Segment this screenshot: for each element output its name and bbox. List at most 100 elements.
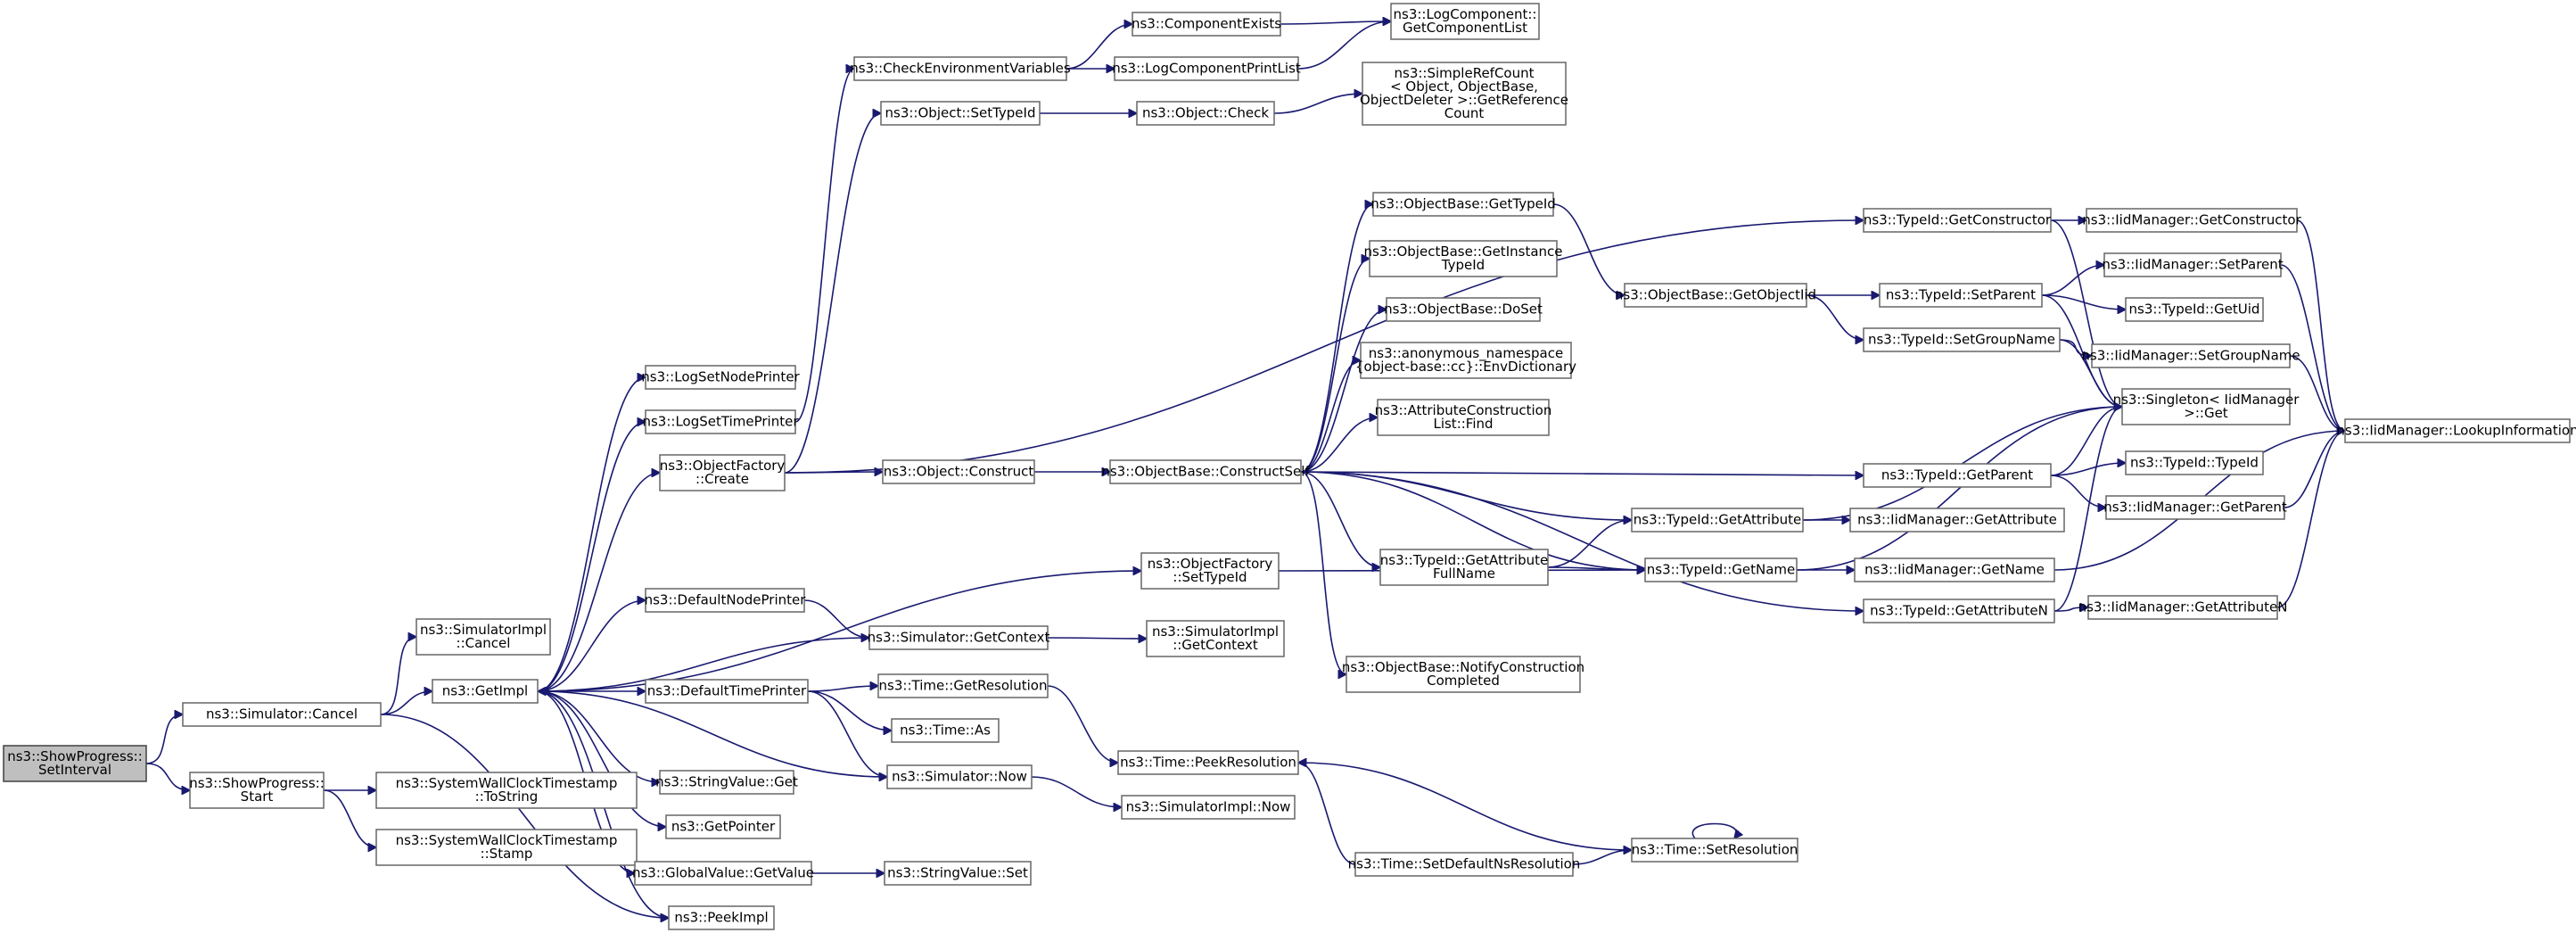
node-label: ns3::Object::Check bbox=[1142, 105, 1269, 121]
node-label: ns3::Time::GetResolution bbox=[879, 678, 1048, 694]
edge-obgetoiid-to-tidsetgroup bbox=[1806, 294, 1864, 340]
node-label: ns3::Object::SetTypeId bbox=[885, 105, 1036, 121]
node-box bbox=[1114, 56, 1299, 81]
edge-tidgetparent-to-iidgetparent bbox=[2050, 475, 2106, 508]
node-label: ns3::ShowProgress:: bbox=[7, 748, 143, 764]
node-timesetdefns: ns3::Time::SetDefaultNsResolution bbox=[1348, 852, 1580, 877]
node-label: ns3::SystemWallClockTimestamp bbox=[396, 832, 618, 848]
node-box bbox=[1863, 599, 2055, 623]
node-iidsetgroup: ns3::IidManager::SetGroupName bbox=[2081, 343, 2300, 368]
node-tidgetctor: ns3::TypeId::GetConstructor bbox=[1863, 208, 2052, 233]
node-label: ::ToString bbox=[475, 789, 539, 805]
node-box bbox=[1377, 399, 1550, 436]
node-box bbox=[1369, 240, 1558, 277]
edge-root-to-spstart bbox=[145, 763, 190, 790]
edge-simgetctx-to-simimplgetctx bbox=[1047, 638, 1147, 639]
node-simnow: ns3::Simulator::Now bbox=[886, 764, 1033, 789]
edge-timesetdefns-to-timepeekres bbox=[1298, 763, 1356, 865]
node-simcancel: ns3::Simulator::Cancel bbox=[182, 702, 382, 727]
node-svset: ns3::StringValue::Set bbox=[884, 861, 1032, 886]
edge-obconstructself-to-tidgetname bbox=[1300, 471, 1645, 570]
edge-getimpl-to-logsetnode bbox=[537, 377, 646, 692]
node-label: ns3::IidManager::GetAttribute bbox=[1857, 512, 2057, 528]
node-label: ns3::LogComponent:: bbox=[1394, 6, 1537, 22]
node-label: ns3::SystemWallClockTimestamp bbox=[396, 775, 618, 791]
edge-obconstructself-to-obgetinst bbox=[1300, 259, 1370, 473]
node-compexists: ns3::ComponentExists bbox=[1132, 12, 1281, 37]
node-label: ns3::ObjectBase::DoSet bbox=[1384, 301, 1543, 318]
node-label: ns3::GetImpl bbox=[442, 683, 528, 699]
node-label: ns3::Simulator::GetContext bbox=[868, 630, 1050, 646]
node-box bbox=[2091, 343, 2291, 368]
edge-simgetctx-to-getimpl bbox=[538, 637, 870, 691]
node-label: ns3::Singleton< IidManager bbox=[2113, 392, 2300, 408]
edge-timesetres-to-timepeekres bbox=[1298, 763, 1633, 851]
node-box bbox=[375, 772, 638, 809]
node-label: ns3::Time::SetResolution bbox=[1632, 842, 1798, 858]
node-label: ns3::ObjectBase::GetTypeId bbox=[1370, 196, 1556, 212]
node-label: ns3::TypeId::SetGroupName bbox=[1868, 332, 2055, 348]
node-box bbox=[1362, 62, 1567, 126]
edge-getimpl-to-ofsettid bbox=[537, 571, 1141, 692]
node-iidgetparent: ns3::IidManager::GetParent bbox=[2103, 495, 2287, 520]
node-box bbox=[1631, 838, 1798, 863]
node-obgetoiid: ns3::ObjectBase::GetObjectIid bbox=[1615, 283, 1816, 308]
edge-obconstructself-to-obdoset bbox=[1300, 310, 1387, 473]
edge-tidgetname-to-singleton bbox=[1796, 407, 2122, 571]
node-iidlookup: ns3::IidManager::LookupInformation bbox=[2336, 418, 2576, 443]
node-label: ns3::LogSetNodePrinter bbox=[641, 369, 800, 385]
edge-obconstructself-to-anonenv bbox=[1300, 360, 1361, 473]
node-label: Count bbox=[1444, 105, 1485, 121]
node-box bbox=[182, 702, 382, 727]
node-defnode: ns3::DefaultNodePrinter bbox=[645, 588, 807, 613]
node-box bbox=[1863, 463, 2052, 488]
node-label: ns3::TypeId::GetAttributeN bbox=[1870, 603, 2048, 619]
edge-tidsetparent-to-iidsetparent bbox=[2041, 265, 2104, 296]
node-deftime: ns3::DefaultTimePrinter bbox=[645, 679, 809, 704]
node-box bbox=[853, 56, 1067, 81]
edge-deftime-to-timeas bbox=[807, 690, 892, 731]
edge-simcancel-to-peekimpl bbox=[380, 714, 669, 918]
node-box bbox=[645, 409, 796, 434]
node-obdoset: ns3::ObjectBase::DoSet bbox=[1384, 297, 1543, 322]
edge-iidsetparent-to-iidlookup bbox=[2280, 264, 2345, 431]
node-label: ns3::SimulatorImpl bbox=[420, 622, 547, 638]
node-objcheck: ns3::Object::Check bbox=[1136, 101, 1275, 126]
node-label: ns3::IidManager::SetParent bbox=[2102, 257, 2283, 273]
edge-obconstructself-to-tidgetattrn bbox=[1300, 471, 1864, 611]
node-label: ns3::IidManager::GetAttributeN bbox=[2078, 599, 2288, 615]
node-box bbox=[882, 459, 1035, 484]
node-box bbox=[1849, 508, 2065, 533]
edge-obconstructself-to-attrfind bbox=[1300, 417, 1378, 473]
node-label: ns3::DefaultNodePrinter bbox=[645, 592, 807, 608]
node-peekimpl: ns3::PeekImpl bbox=[668, 905, 775, 930]
node-tidgetname: ns3::TypeId::GetName bbox=[1644, 557, 1798, 582]
node-box bbox=[2086, 208, 2298, 233]
node-box bbox=[668, 905, 775, 930]
node-label: ns3::SimulatorImpl bbox=[1152, 623, 1279, 640]
edge-deftime-to-simnow bbox=[807, 690, 887, 777]
edge-tidgetattrn-to-singleton bbox=[2053, 407, 2122, 612]
edge-tidgetparent-to-singleton bbox=[2050, 407, 2122, 476]
node-logsettime: ns3::LogSetTimePrinter bbox=[642, 409, 799, 434]
edge-iidgetctor-to-iidlookup bbox=[2296, 219, 2345, 431]
edge-tidsetparent-to-tidgetuid bbox=[2041, 294, 2126, 310]
node-label: {object-base::cc}::EnvDictionary bbox=[1355, 359, 1576, 375]
node-label: ns3::StringValue::Get bbox=[655, 774, 798, 790]
node-box bbox=[1140, 552, 1280, 590]
node-label: ns3::TypeId::TypeId bbox=[2130, 455, 2259, 471]
node-label: ns3::LogSetTimePrinter bbox=[642, 414, 799, 430]
node-swcts: ns3::SystemWallClockTimestamp::ToString bbox=[375, 772, 638, 809]
node-iidgetctor: ns3::IidManager::GetConstructor bbox=[2082, 208, 2302, 233]
node-box bbox=[1386, 297, 1541, 322]
node-box bbox=[1121, 795, 1296, 820]
edge-getimpl-to-logsettime bbox=[537, 422, 646, 692]
node-label: ns3::CheckEnvironmentVariables bbox=[850, 61, 1071, 77]
node-tidgetuid: ns3::TypeId::GetUid bbox=[2125, 297, 2264, 322]
node-box bbox=[2121, 388, 2291, 425]
edge-tidgetattrfull-to-tidgetattr bbox=[1547, 520, 1632, 568]
node-srcget: ns3::SimpleRefCount< Object, ObjectBase,… bbox=[1360, 62, 1568, 126]
node-box bbox=[3, 745, 147, 782]
node-label: ns3::IidManager::SetGroupName bbox=[2081, 348, 2300, 364]
node-timepeekres: ns3::Time::PeekResolution bbox=[1117, 750, 1299, 775]
